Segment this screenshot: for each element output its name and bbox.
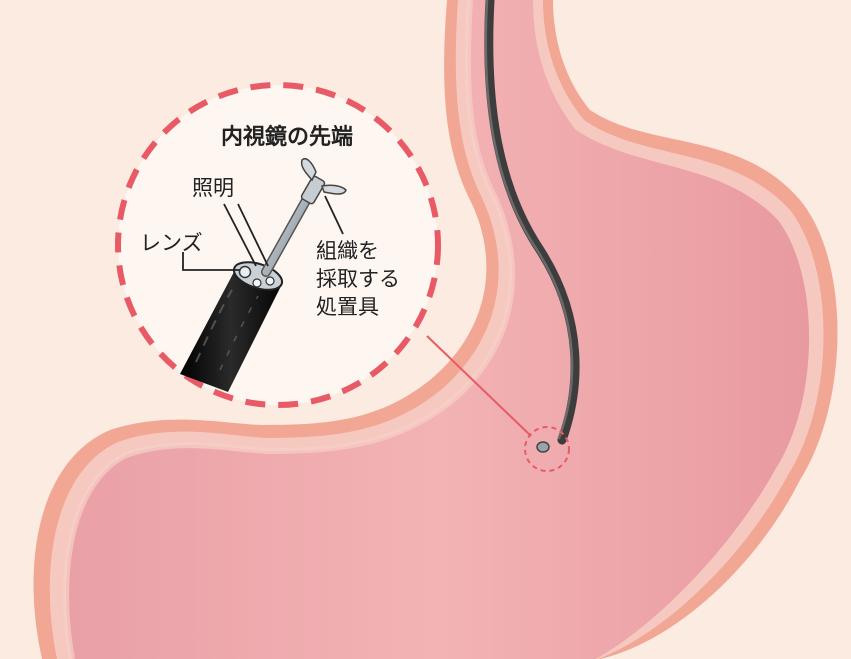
- lens-icon: [240, 267, 251, 278]
- label-tool-line-2: 採取する: [316, 267, 400, 291]
- light-icon-2: [266, 277, 274, 285]
- endoscope-tip-marker: [537, 442, 549, 452]
- label-lens: レンズ: [140, 231, 203, 255]
- light-icon-1: [253, 279, 261, 287]
- label-light: 照明: [192, 176, 234, 200]
- label-tool-line-3: 処置具: [316, 295, 379, 319]
- label-tool-line-1: 組織を: [316, 239, 379, 263]
- magnifier-title: 内視鏡の先端: [221, 124, 353, 150]
